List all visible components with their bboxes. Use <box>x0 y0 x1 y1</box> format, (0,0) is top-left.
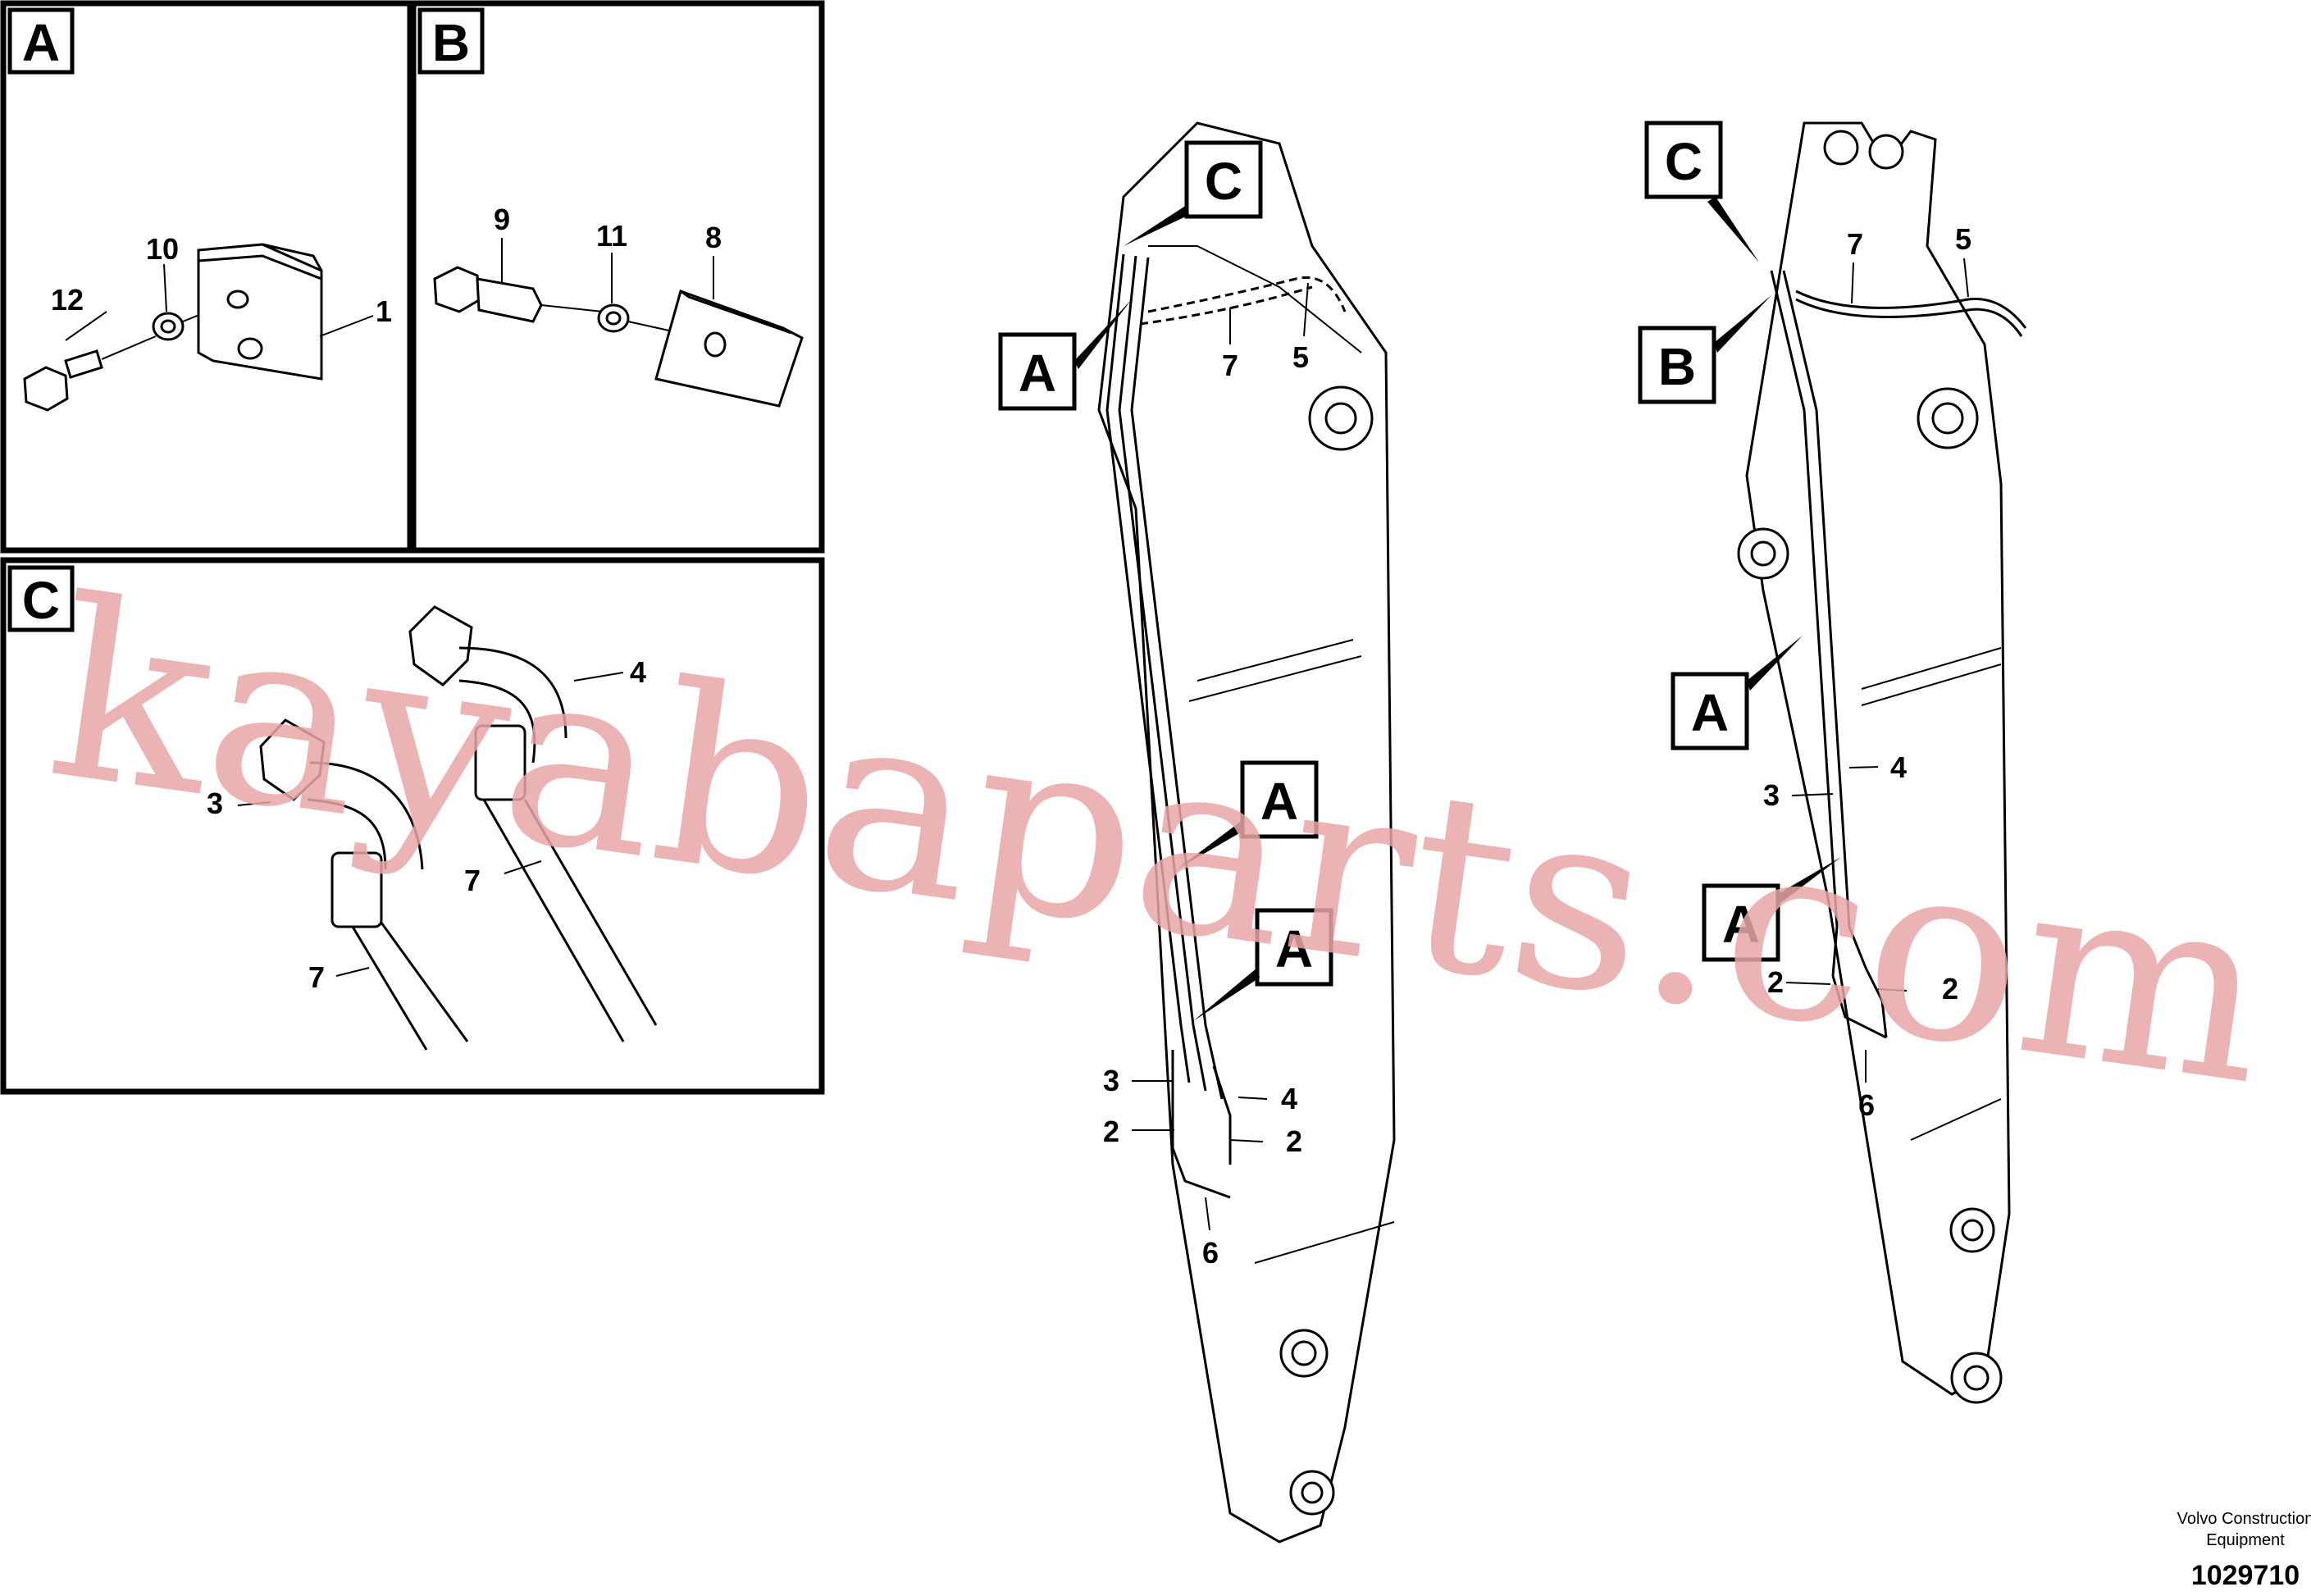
detail-panel-b: B 9 11 8 <box>417 7 804 408</box>
svg-text:A: A <box>1722 895 1760 954</box>
label-9: 9 <box>494 203 510 236</box>
plate-8-icon <box>654 290 804 408</box>
boom-left: C A A A 7 5 3 4 2 <box>998 121 1396 1544</box>
right-label-3: 3 <box>1763 778 1780 812</box>
svg-text:C: C <box>1665 132 1702 191</box>
svg-text:C: C <box>1205 152 1242 211</box>
boom-right-pipes <box>1770 270 2027 1039</box>
label-7a: 7 <box>464 864 481 897</box>
right-label-5: 5 <box>1955 222 1971 256</box>
credit-line-2: Equipment <box>2206 1531 2285 1549</box>
label-4: 4 <box>630 655 646 689</box>
label-10: 10 <box>146 232 179 266</box>
label-11: 11 <box>596 219 627 253</box>
label-7b: 7 <box>308 960 325 994</box>
hose-4-icon <box>408 605 658 1042</box>
right-label-6: 6 <box>1858 1088 1875 1122</box>
label-8: 8 <box>705 221 722 254</box>
label-12: 12 <box>51 283 84 317</box>
callout-c: C <box>1124 140 1263 246</box>
plate-1-icon <box>197 243 323 381</box>
bolt-12-icon <box>23 335 157 412</box>
boom-right: C B A A 7 5 3 4 2 <box>1638 121 2027 1404</box>
callout-b: B <box>1638 295 1771 404</box>
detail-panels <box>0 0 825 1095</box>
credit-line-1: Volvo Construction <box>2177 1510 2311 1528</box>
left-label-5: 5 <box>1292 340 1309 374</box>
hose-3-icon <box>259 718 469 1051</box>
svg-text:A: A <box>1691 683 1729 742</box>
panel-c-tag: C <box>22 571 60 630</box>
left-label-7: 7 <box>1222 349 1238 382</box>
callout-c: C <box>1644 121 1759 262</box>
left-label-2b: 2 <box>1286 1124 1302 1158</box>
washer-10-icon <box>152 299 239 341</box>
svg-text:B: B <box>1658 337 1696 396</box>
callout-a-3: A <box>1193 908 1333 1021</box>
label-3: 3 <box>207 787 223 820</box>
left-label-6: 6 <box>1202 1236 1219 1270</box>
callout-a-1: A <box>998 299 1132 411</box>
boom-right-body <box>1737 121 2011 1404</box>
panel-a-tag: A <box>22 13 60 72</box>
svg-text:A: A <box>1260 772 1298 831</box>
label-1: 1 <box>376 294 392 328</box>
right-label-7: 7 <box>1847 227 1863 261</box>
svg-text:A: A <box>1275 919 1313 978</box>
svg-text:A: A <box>1019 344 1056 403</box>
left-label-2a: 2 <box>1103 1115 1119 1148</box>
boom-left-pipes <box>1105 253 1347 1199</box>
detail-panel-c: C 4 3 7 7 <box>7 565 658 1051</box>
callout-a-2: A <box>1702 857 1841 962</box>
right-label-2a: 2 <box>1767 965 1784 999</box>
left-label-4: 4 <box>1281 1082 1297 1115</box>
right-label-4: 4 <box>1890 750 1907 784</box>
panel-b-tag: B <box>432 13 470 72</box>
doc-number: 1029710 <box>2191 1560 2300 1591</box>
callout-a-2: A <box>1177 760 1319 869</box>
detail-panel-a: A 12 10 1 <box>7 7 392 412</box>
callout-a-1: A <box>1671 636 1803 750</box>
right-label-2b: 2 <box>1942 972 1958 1005</box>
left-label-3: 3 <box>1103 1064 1119 1097</box>
bolt-9-icon <box>433 266 604 323</box>
